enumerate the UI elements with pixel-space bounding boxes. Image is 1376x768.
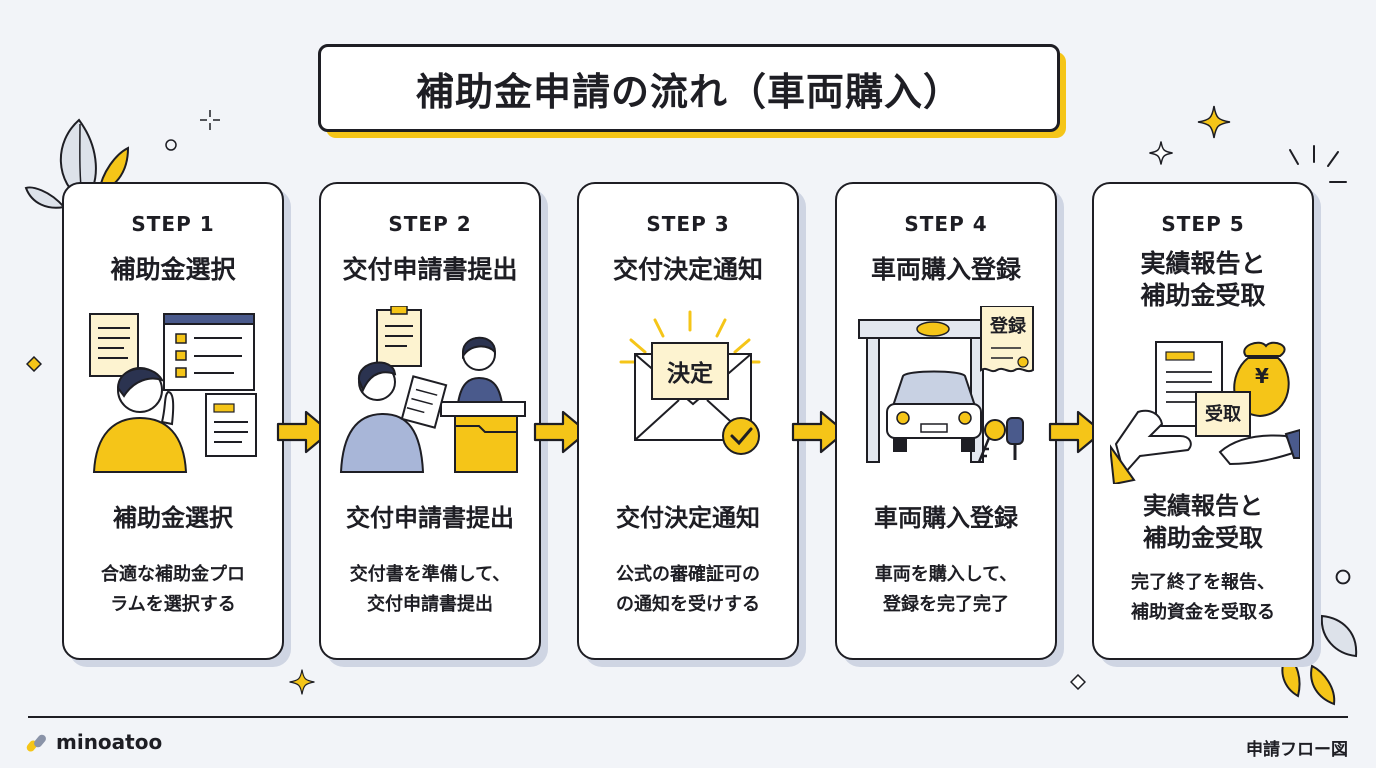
decision-envelope-icon: 決定 [595,306,785,476]
logo-mark-icon [26,734,46,752]
car-garage-icon [858,306,1034,463]
step-subheading: 実績報告と 補助金受取 [1143,492,1263,552]
receive-subsidy-icon: ¥ 受取 [1110,334,1300,484]
step-label: STEP 4 [904,212,988,236]
sparkle-outline-icon [1149,141,1173,165]
step-subheading: 交付決定通知 [616,504,760,532]
page-title: 補助金申請の流れ（車両購入） [415,69,962,114]
arrow-right-icon [276,410,332,454]
document-money-bag-icon [1110,341,1300,484]
diamond-outline-icon [1070,674,1086,690]
person-at-computer-icon [89,313,257,473]
circle-right-icon [1335,569,1351,585]
diamond-yellow-icon [26,356,42,372]
application-submission-icon [339,306,526,473]
step-card-3: STEP 3 交付決定通知 決定 交付決定通知 公式の審確証可の の通知を受けす… [577,182,806,667]
footer-label: 申請フロー図 [1246,740,1348,760]
arrow-right-icon [791,410,847,454]
yen-symbol: ¥ [1255,364,1269,388]
step-description: 公式の審確証可の の通知を受けする [616,564,760,615]
title-banner: 補助金申請の流れ（車両購入） [318,44,1066,138]
circle-dot-icon [165,139,177,151]
sparkle-yellow-icon [1197,105,1231,139]
step-card-2: STEP 2 交付申請書提出 交付申請書提出 交付書を準備して、 交付申請書提出 [319,182,548,667]
step-description: 交付書を準備して、 交付申請書提出 [349,564,511,615]
footer-divider [28,716,1348,718]
step-description: 完了終了を報告、 補助資金を受取る [1131,572,1275,623]
registration-badge: 登録 [990,316,1026,337]
receive-badge: 受取 [1205,404,1241,425]
sparkle-small-icon [200,110,220,130]
step-card-5: STEP 5 実績報告と 補助金受取 ¥ 受取 実績報告と 補助金受取 [1092,182,1321,667]
step-card-4: STEP 4 車両購入登録 [835,182,1064,667]
step-description: 車両を購入して、 登録を完了完了 [874,564,1018,615]
decision-badge: 決定 [651,342,729,400]
brand-logo: minoatoo [26,730,162,754]
step-subheading: 交付申請書提出 [346,504,514,532]
step-heading: 車両購入登録 [870,255,1021,284]
step-heading: 実績報告と 補助金受取 [1140,249,1266,310]
sparkle-bottom-icon [289,669,315,695]
step-heading: 補助金選択 [110,255,236,284]
step-heading: 交付申請書提出 [342,255,518,284]
step-label: STEP 5 [1161,212,1245,236]
step-label: STEP 3 [646,212,730,236]
arrow-right-icon [1048,410,1104,454]
burst-lines-icon [1289,145,1347,183]
step-heading: 交付決定通知 [612,255,763,284]
step-card-1: STEP 1 補助金選択 補助金選択 合適な補助金プロ ラムを選択する [62,182,291,667]
step-subheading: 車両購入登録 [874,504,1018,532]
logo-text: minoatoo [56,730,163,754]
step-description: 合適な補助金プロ ラムを選択する [101,564,245,615]
car-registration-icon: 登録 [853,306,1043,476]
step-subheading: 補助金選択 [113,504,233,532]
step-label: STEP 1 [131,212,215,236]
arrow-right-icon [533,410,589,454]
step-label: STEP 2 [388,212,472,236]
